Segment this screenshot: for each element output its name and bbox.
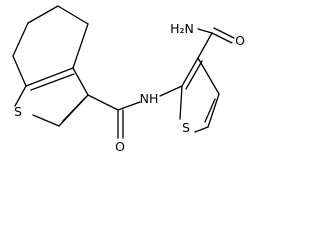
atom-label-carbonyl-oxygen: O: [115, 139, 125, 154]
bond: [185, 60, 203, 90]
bond: [87, 94, 119, 111]
atom-label-sulfur-benzothiophene: S: [14, 104, 22, 119]
bond: [197, 28, 213, 34]
bond: [72, 67, 89, 96]
bond: [159, 85, 183, 97]
bond: [179, 85, 183, 120]
bond: [12, 55, 27, 87]
bond: [117, 101, 141, 111]
benzothiophene-thiophene-ring: [14, 67, 89, 127]
bond: [213, 27, 235, 39]
bond: [32, 114, 60, 127]
bond: [207, 93, 220, 128]
bond: [30, 73, 75, 91]
thiophene-ring: [179, 57, 220, 133]
bond: [12, 22, 29, 57]
molecule-diagram: S NH O S H₂N O: [12, 5, 245, 154]
atom-label-carboxamide-oxygen: O: [235, 33, 245, 48]
bond: [14, 85, 27, 107]
cyclohexane-ring: [12, 5, 89, 87]
bond: [211, 32, 233, 44]
atom-label-amine-nh: NH: [140, 91, 159, 106]
amide-linkage: [87, 85, 183, 139]
bond: [181, 57, 199, 87]
carboxamide-group: [197, 27, 235, 59]
bond: [197, 32, 213, 59]
bond: [197, 57, 220, 95]
bond: [72, 23, 89, 69]
bond: [25, 67, 74, 87]
bond: [27, 5, 59, 24]
bond: [57, 5, 89, 25]
bond: [204, 98, 216, 123]
atom-label-amine-h2n: H₂N: [170, 21, 194, 36]
bond: [194, 126, 209, 133]
atom-label-sulfur-thiophene: S: [182, 120, 190, 135]
bond: [62, 97, 86, 122]
